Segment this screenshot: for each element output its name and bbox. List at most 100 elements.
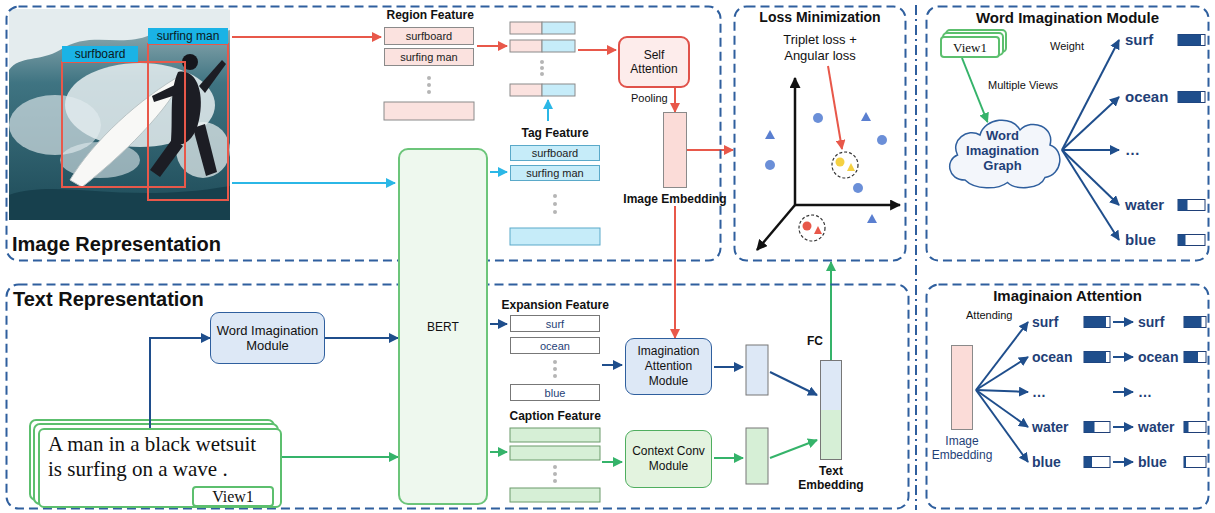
- expansion-word: blue: [1125, 231, 1156, 249]
- feature-heading: Tag Feature: [522, 126, 589, 140]
- embedding-point: [847, 163, 855, 171]
- node-text: Image Embedding: [929, 434, 995, 462]
- feature-cell: [510, 488, 600, 502]
- panel-outline: [927, 285, 1209, 509]
- arrow-connector: [150, 338, 210, 428]
- expansion-word: water: [1125, 196, 1164, 214]
- node-text: Image Embedding: [623, 192, 726, 206]
- flow-arrow: [1113, 461, 1133, 463]
- flow-arrow: [976, 357, 1028, 390]
- flow-arrow: [602, 461, 622, 463]
- bounding-box: [148, 44, 228, 200]
- node-text: Word Imagination Module: [216, 323, 319, 353]
- tag-feature-cell: surfing man: [510, 165, 600, 181]
- embedding-point: [765, 130, 775, 139]
- panel-outline: [927, 7, 1209, 261]
- node-text: surfing man: [400, 51, 457, 63]
- arrow-connector: [282, 456, 398, 458]
- expansion-word: surf: [1032, 314, 1058, 330]
- flow-arrow: [232, 182, 395, 184]
- bert-encoder: BERT: [398, 148, 488, 505]
- embedding-point: [765, 160, 775, 170]
- embedding-point: [853, 183, 863, 193]
- ellipsis-dots: [553, 360, 557, 364]
- embedding-vector: Text Embedding: [796, 360, 866, 492]
- object-tag: surfboard: [62, 46, 138, 62]
- ellipsis-dots: [553, 374, 557, 378]
- surf-photo: [152, 82, 185, 102]
- expansion-feature-cell: ocean: [510, 337, 600, 354]
- separator-line: [916, 5, 917, 510]
- flow-arrow: [1062, 150, 1119, 240]
- operation-note: Attending: [966, 309, 1012, 322]
- weight-bar: [1084, 352, 1110, 363]
- surf-photo: [9, 186, 230, 220]
- node-text: BERT: [427, 320, 459, 334]
- arrow-connector: [962, 58, 988, 122]
- weight-bar: [1084, 457, 1092, 468]
- feature-cell: [510, 40, 542, 52]
- operation-note: Pooling: [631, 92, 668, 105]
- weight-bar: [1178, 200, 1205, 211]
- separator-line: [915, 5, 917, 510]
- operation-note: Weight: [1050, 40, 1084, 53]
- weight-bar: [1184, 422, 1189, 433]
- feature-cell: [542, 84, 575, 96]
- ellipsis-dots: [427, 76, 431, 80]
- flow-arrow: [490, 171, 507, 173]
- surf-photo: [199, 60, 226, 93]
- embedding-vector: Image Embedding: [620, 112, 730, 206]
- feature-heading: Expansion Feature: [502, 298, 609, 312]
- weight-bar: [1184, 457, 1186, 468]
- flow-arrow: [976, 390, 1028, 392]
- weight-bar: [1184, 352, 1206, 363]
- flow-arrow: [1062, 97, 1119, 150]
- node-text: blue: [545, 387, 566, 399]
- surf-photo: [9, 9, 230, 220]
- stacked-sheet: [30, 30, 1006, 504]
- flow-arrow: [477, 45, 507, 47]
- flow-arrow: [1113, 356, 1133, 358]
- expansion-feature-cell: blue: [510, 384, 600, 401]
- self-attention-box: Self Attention: [618, 36, 690, 88]
- vector-bar: [820, 360, 842, 460]
- weight-bar: [1184, 352, 1198, 363]
- embedding-space-axes: [795, 204, 900, 207]
- panel-outline: [735, 7, 906, 261]
- ellipsis-dots: [540, 60, 544, 64]
- surf-photo: [9, 9, 230, 220]
- weight-bar: [1184, 457, 1206, 468]
- weight-bar: [1084, 422, 1110, 433]
- flow-arrow: [578, 49, 616, 51]
- embedding-space-axes: [757, 78, 900, 250]
- bounding-box: [62, 62, 185, 187]
- weight-bar: [1084, 422, 1095, 433]
- arrow-connector: [830, 262, 832, 360]
- weight-bar: [1178, 235, 1205, 246]
- weight-bar: [1084, 317, 1110, 328]
- expansion-word: ocean: [1032, 349, 1072, 365]
- panel-title: Loss Minimization: [759, 9, 880, 26]
- vector-bar: [663, 112, 687, 188]
- node-text: Imagination Attention Module: [631, 344, 706, 389]
- flow-arrow: [1062, 40, 1119, 150]
- view-box: View1: [940, 36, 1000, 58]
- module-box: Context Conv Module: [625, 430, 712, 488]
- embedding-point: [877, 135, 887, 145]
- loss-panel: Loss MinimizationTriplet loss + Angular …: [733, 5, 907, 262]
- weight-bar: [1178, 235, 1186, 246]
- embedding-space-axes: [794, 78, 797, 205]
- surf-photo: [150, 138, 183, 177]
- weight-bar: [1184, 422, 1206, 433]
- node-text: Word Imagination Graph: [962, 128, 1043, 173]
- weight-bar: [1184, 317, 1206, 328]
- region-feature-cell: surfboard: [384, 27, 474, 45]
- weight-bar: [1178, 200, 1188, 211]
- weight-bar: [1184, 317, 1202, 328]
- feature-cell: [542, 40, 575, 52]
- expansion-word: blue: [1138, 454, 1167, 470]
- ellipsis-dots: [553, 465, 557, 469]
- weight-bar: [1178, 92, 1205, 103]
- arrow-connector: [325, 337, 398, 339]
- flow-arrow: [828, 66, 842, 149]
